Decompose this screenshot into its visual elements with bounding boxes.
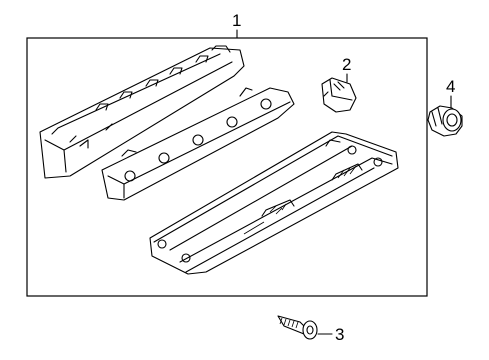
- callout-2: 2: [342, 55, 351, 83]
- assembly-frame: [26, 37, 428, 297]
- callout-2-label: 2: [342, 55, 351, 74]
- bulb: [321, 77, 357, 113]
- screw: [277, 315, 318, 340]
- lamp-housing: [39, 45, 245, 179]
- callout-1-label: 1: [232, 11, 241, 30]
- callout-1: 1: [232, 11, 241, 39]
- callout-4-label: 4: [446, 77, 455, 96]
- callout-3: 3: [317, 325, 344, 344]
- grommet: [427, 105, 463, 137]
- lamp-lens: [149, 131, 399, 275]
- callout-4: 4: [446, 77, 455, 109]
- callout-3-label: 3: [335, 325, 344, 344]
- reflector-plate: [101, 87, 295, 201]
